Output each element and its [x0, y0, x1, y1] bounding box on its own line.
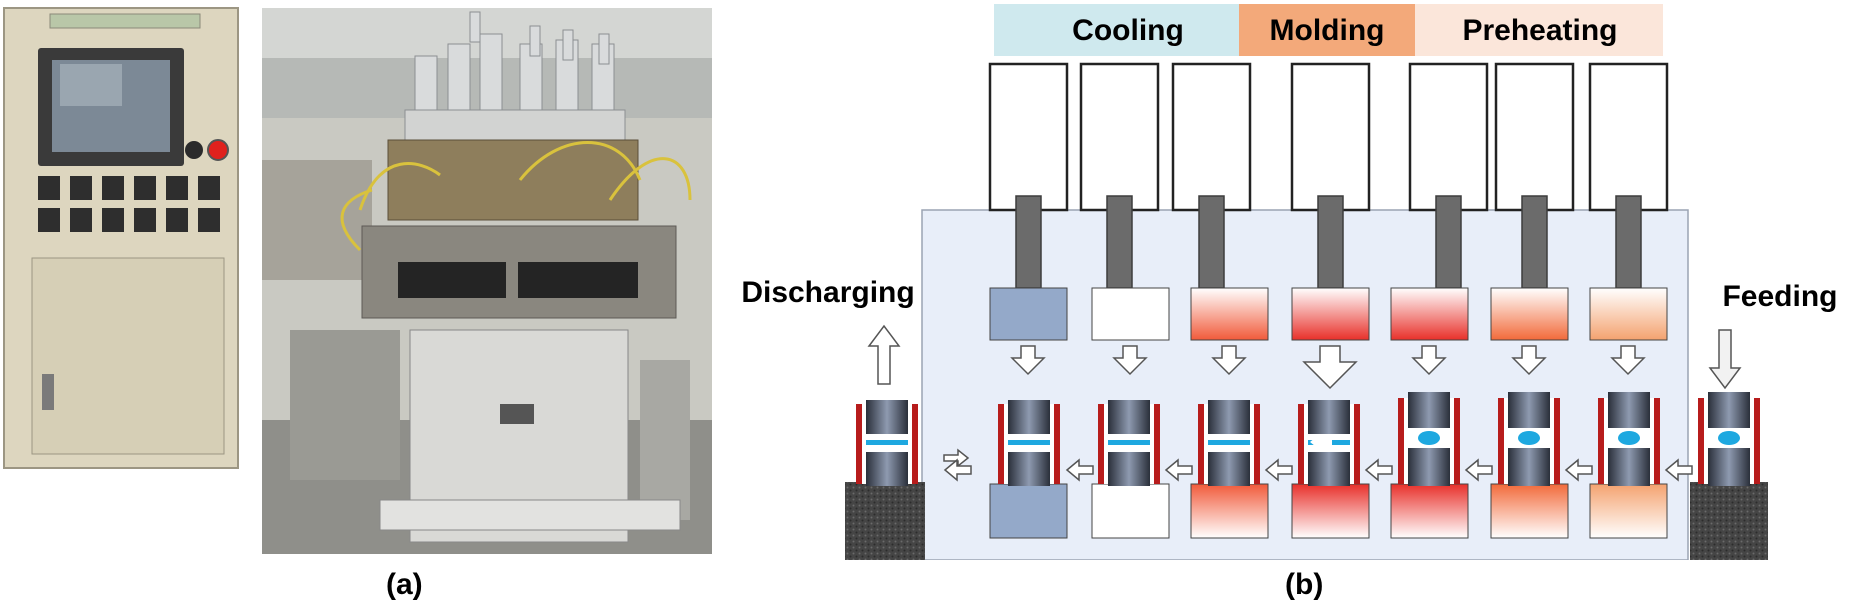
discharging-up-arrow-icon	[867, 324, 901, 385]
mold-station-3	[1198, 400, 1260, 486]
molding-machine	[262, 8, 712, 554]
mold-station-5	[1398, 392, 1460, 486]
panel-b-caption: (b)	[1285, 568, 1324, 601]
transfer-arrows	[943, 448, 1693, 482]
molds	[856, 392, 1760, 486]
temperature-controllers	[38, 176, 220, 232]
panel-a-caption: (a)	[386, 568, 423, 601]
discharging-label: Discharging	[741, 276, 914, 309]
press-down-arrows	[1010, 345, 1646, 390]
mold-feed	[1698, 392, 1760, 486]
control-cabinet	[3, 7, 239, 469]
mold-station-6	[1498, 392, 1560, 486]
mold-station-1	[998, 400, 1060, 486]
molding-stage-label: Molding	[1270, 14, 1385, 47]
cooling-stage-bar	[994, 4, 1239, 56]
piston-rods	[1015, 195, 1642, 289]
mold-station-4	[1298, 400, 1360, 486]
actuator-cylinders	[988, 62, 1669, 212]
process-diagram: Cooling Molding Preheating	[741, 4, 1838, 560]
upper-plates	[989, 287, 1668, 341]
feed-base	[1690, 482, 1768, 560]
pressing-arrow-icon	[1310, 434, 1332, 450]
feeding-down-arrow-icon	[1708, 329, 1742, 390]
feeding-label: Feeding	[1722, 280, 1837, 313]
preheating-stage-label: Preheating	[1462, 14, 1617, 47]
mold-discharge	[856, 400, 918, 486]
molding-stage-bar	[1239, 4, 1415, 56]
discharge-base	[845, 482, 925, 560]
stage-header: Cooling Molding Preheating	[994, 4, 1663, 56]
mold-station-2	[1098, 400, 1160, 486]
mold-station-7	[1598, 392, 1660, 486]
preheating-stage-bar	[1415, 4, 1663, 56]
machine-photo-panel	[3, 7, 712, 554]
cooling-stage-label: Cooling	[1072, 14, 1184, 47]
lower-plates	[989, 483, 1668, 539]
